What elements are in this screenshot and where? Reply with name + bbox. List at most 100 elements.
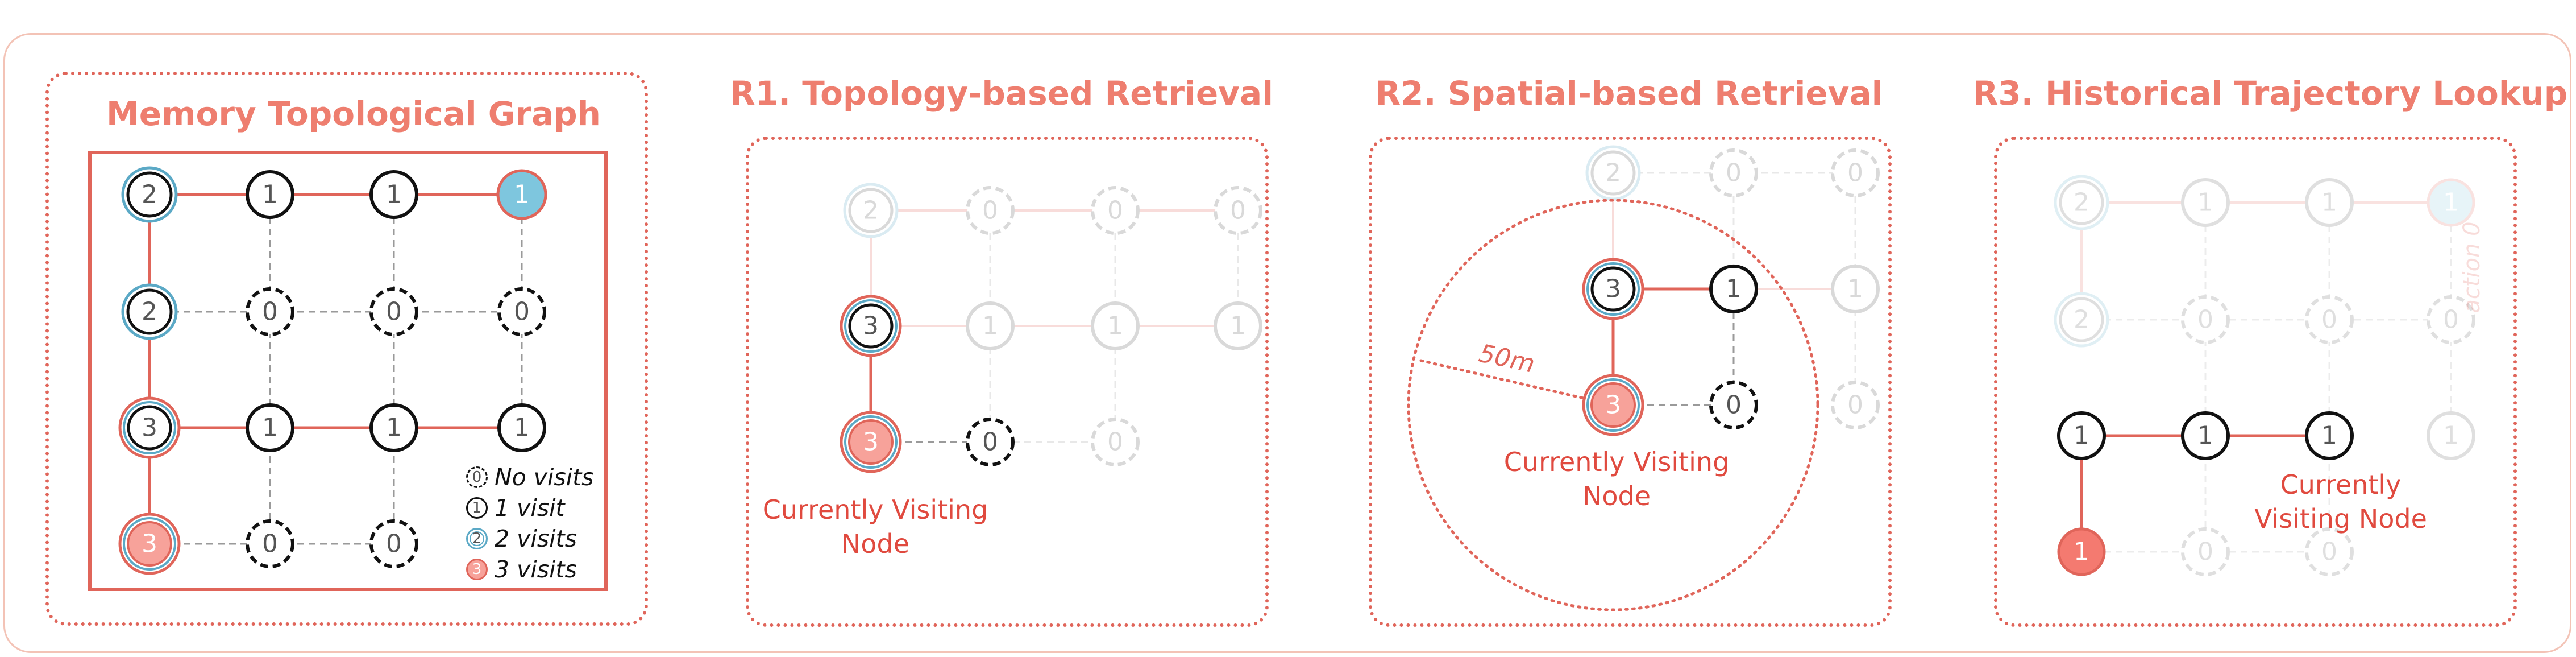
caption-line: Currently — [2280, 469, 2402, 500]
legend-label: 2 visits — [495, 525, 577, 552]
legend-label: 1 visit — [495, 494, 565, 522]
current-node: 3 — [840, 411, 902, 473]
graph-node: 3 — [118, 396, 181, 459]
graph-node-label: 1 — [262, 180, 278, 209]
svg-text:3: 3 — [863, 312, 879, 341]
r1-panel — [746, 137, 1269, 627]
r3-caption: Currently Visiting Node — [2254, 468, 2427, 536]
legend-item: 1 1 visit — [466, 493, 594, 523]
legend-item: 3 3 visits — [466, 554, 594, 585]
graph-node-label: 0 — [262, 530, 278, 559]
svg-text:2: 2 — [1605, 159, 1621, 188]
svg-text:1: 1 — [2321, 422, 2337, 451]
two-visits-icon: 2 — [466, 528, 488, 549]
graph-node: 3 — [1582, 258, 1644, 320]
graph-node: 0 — [246, 287, 294, 336]
graph-node: 0 — [966, 418, 1015, 466]
graph-node-label: 0 — [386, 530, 402, 559]
caption-line: Currently Visiting — [1503, 447, 1730, 477]
r3-faded-grid: 2 1 1 1 2 0 0 0 1 0 0 — [2054, 175, 2475, 576]
svg-text:0: 0 — [982, 196, 998, 225]
graph-node-label: 2 — [142, 297, 157, 327]
current-node: 1 — [2057, 527, 2106, 576]
graph-node-label: 2 — [142, 180, 157, 209]
graph-node: 1 — [2057, 411, 2106, 460]
graph-node: 0 — [246, 519, 294, 568]
memory-graph-frame — [88, 151, 608, 591]
svg-text:0: 0 — [2321, 538, 2337, 567]
svg-text:2: 2 — [863, 196, 879, 225]
graph-node-label: 0 — [262, 297, 278, 327]
caption-line: Visiting Node — [2254, 503, 2427, 534]
legend-label: No visits — [495, 464, 594, 491]
graph-node-label: 3 — [142, 414, 157, 443]
no-visit-icon: 0 — [466, 466, 488, 488]
svg-text:3: 3 — [863, 428, 879, 457]
svg-text:1: 1 — [1107, 312, 1123, 341]
svg-text:0: 0 — [1726, 159, 1742, 188]
graph-node: 0 — [369, 519, 418, 568]
svg-text:0: 0 — [2321, 305, 2337, 334]
svg-text:1: 1 — [982, 312, 998, 341]
graph-node-label: 1 — [262, 414, 278, 443]
svg-text:1: 1 — [2443, 422, 2459, 451]
legend-item: 2 2 visits — [466, 523, 594, 554]
svg-text:1: 1 — [2074, 538, 2089, 567]
svg-text:1: 1 — [1230, 312, 1246, 341]
r1-faded-grid: 2 0 0 0 1 1 1 0 — [843, 183, 1262, 466]
caption-line: Node — [1582, 481, 1651, 511]
svg-text:0: 0 — [1847, 159, 1863, 188]
svg-text:0: 0 — [1230, 196, 1246, 225]
current-node: 3 — [1582, 374, 1644, 436]
graph-node: 1 — [246, 170, 294, 219]
radius-label: 50m — [1476, 339, 1537, 379]
graph-node: 1 — [369, 170, 418, 219]
graph-node: 1 — [497, 403, 546, 452]
graph-node: 3 — [840, 295, 902, 357]
graph-node: 1 — [369, 403, 418, 452]
graph-node: 0 — [497, 287, 546, 336]
graph-node: 2 — [121, 283, 178, 340]
graph-node-label: 0 — [386, 297, 402, 327]
search-radius-circle — [1407, 199, 1819, 611]
svg-text:3: 3 — [1605, 391, 1621, 420]
svg-text:1: 1 — [2321, 188, 2337, 217]
r2-caption: Currently Visiting Node — [1504, 445, 1730, 513]
svg-text:0: 0 — [1107, 428, 1123, 457]
graph-node-label: 3 — [142, 530, 157, 559]
graph-node: 1 — [2305, 411, 2354, 460]
graph-node-label: 1 — [514, 414, 530, 443]
svg-text:1: 1 — [1847, 275, 1863, 304]
legend: 0 No visits 1 1 visit 2 2 visits 3 3 vis… — [466, 462, 594, 585]
one-visit-icon: 1 — [466, 497, 488, 519]
memory-panel — [45, 72, 648, 626]
r3-title: R3. Historical Trajectory Lookup — [1972, 74, 2568, 113]
svg-text:1: 1 — [1726, 275, 1742, 304]
graph-node: 1 — [246, 403, 294, 452]
legend-item: 0 No visits — [466, 462, 594, 493]
svg-text:2: 2 — [2074, 305, 2089, 334]
svg-text:0: 0 — [2197, 305, 2213, 334]
r3-panel — [1994, 137, 2517, 627]
outer-frame — [3, 33, 2571, 653]
svg-text:0: 0 — [1726, 391, 1742, 420]
r1-title: R1. Topology-based Retrieval — [729, 74, 1274, 113]
svg-text:0: 0 — [2197, 538, 2213, 567]
legend-label: 3 visits — [495, 556, 577, 583]
graph-node: 1 — [496, 169, 547, 220]
graph-node-label: 1 — [386, 180, 402, 209]
graph-node-label: 0 — [514, 297, 530, 327]
r1-caption: Currently Visiting Node — [763, 493, 988, 561]
svg-text:1: 1 — [2443, 188, 2459, 217]
three-visits-icon: 3 — [466, 559, 488, 580]
caption-line: Currently Visiting — [762, 494, 988, 525]
graph-node: 0 — [369, 287, 418, 336]
r2-title: R2. Spatial-based Retrieval — [1375, 74, 1883, 113]
caption-line: Node — [841, 528, 910, 559]
faded-action-label: action 0 — [2459, 221, 2485, 313]
graph-node: 0 — [1709, 381, 1758, 429]
radius-line — [1419, 359, 1615, 407]
svg-text:2: 2 — [2074, 188, 2089, 217]
graph-node-label: 1 — [514, 180, 530, 209]
